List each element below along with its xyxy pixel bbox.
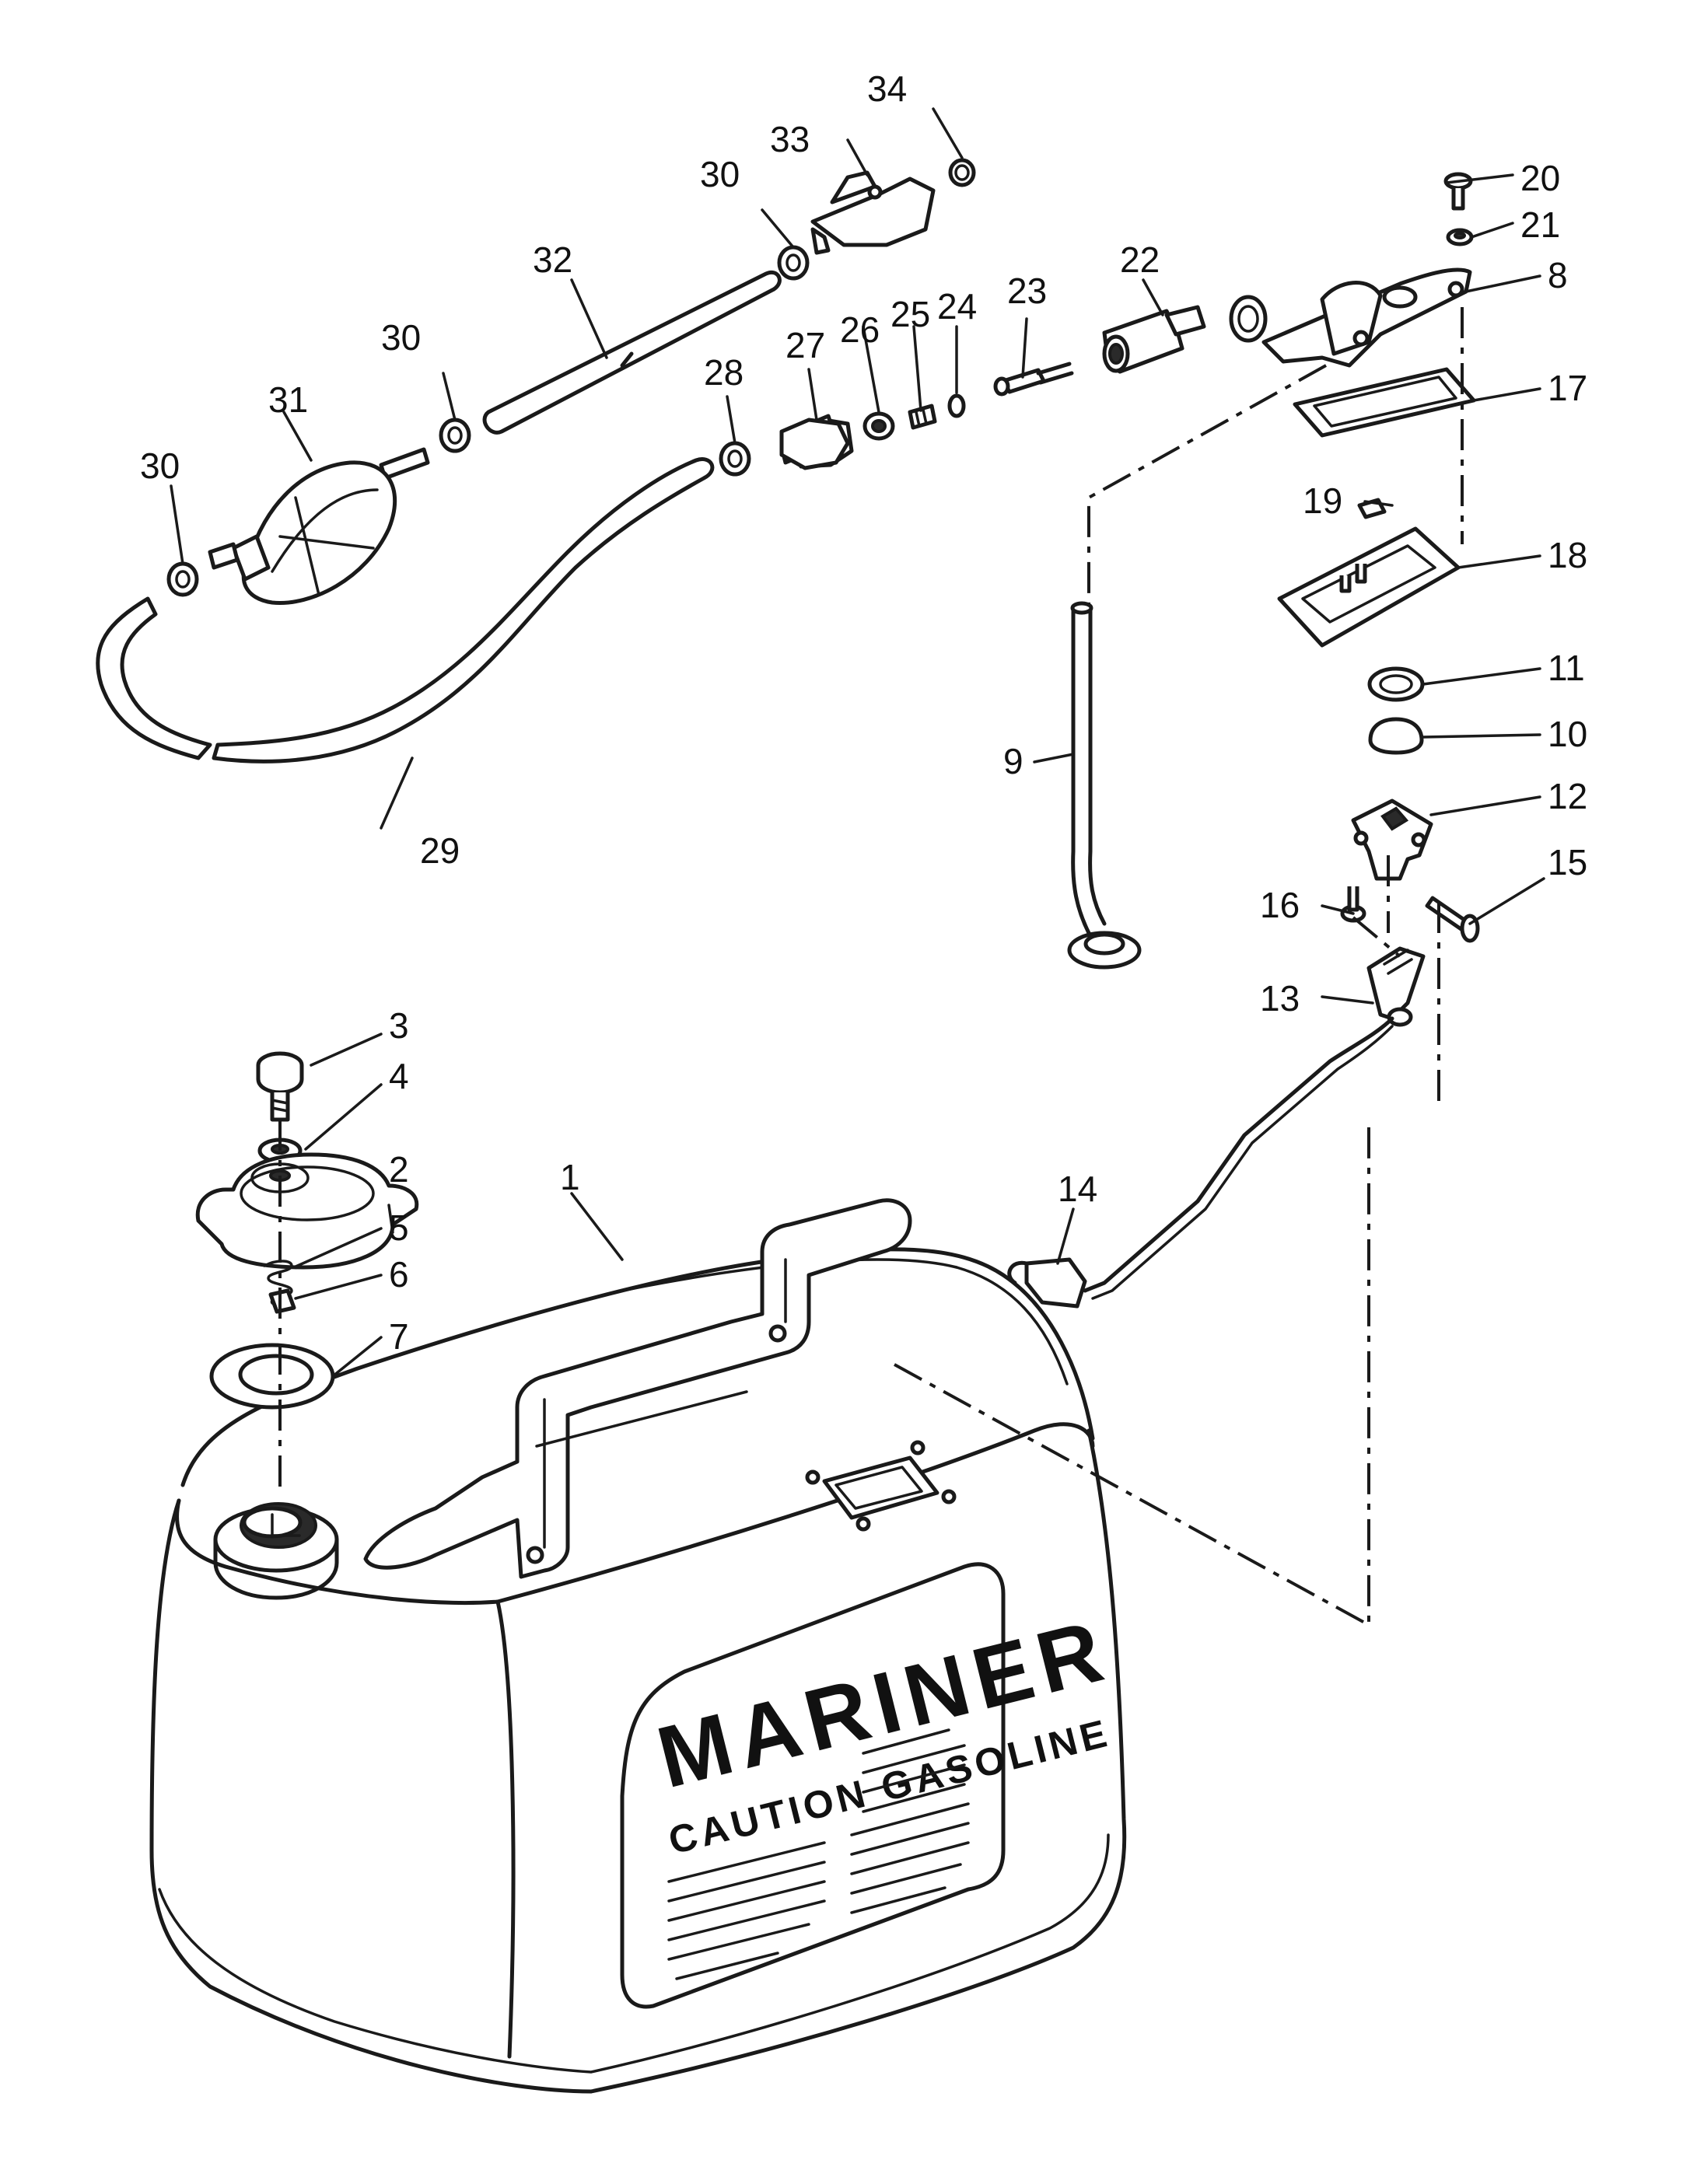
callout-23: 23 bbox=[1007, 271, 1047, 311]
callout-26: 26 bbox=[840, 309, 880, 350]
callout-numbers: 1 2 3 4 5 6 7 8 9 10 11 12 13 14 15 16 1… bbox=[140, 68, 1587, 1357]
assembly-guide-lines bbox=[278, 307, 1464, 1628]
callout-30c: 30 bbox=[140, 446, 180, 486]
float-arm-rod bbox=[1083, 1016, 1394, 1300]
callout-34: 34 bbox=[867, 68, 907, 109]
gauge-pin bbox=[1425, 896, 1480, 943]
tank-gauge-opening bbox=[805, 1440, 957, 1532]
hose-clamp-30c bbox=[166, 561, 199, 597]
callout-31: 31 bbox=[268, 379, 308, 420]
tank-carry-handle bbox=[363, 1198, 912, 1579]
callout-6: 6 bbox=[389, 1254, 409, 1295]
callout-13: 13 bbox=[1260, 978, 1300, 1019]
callout-9: 9 bbox=[1003, 741, 1023, 781]
callout-10: 10 bbox=[1548, 714, 1587, 754]
engine-connector bbox=[810, 170, 936, 255]
callout-30b: 30 bbox=[700, 154, 740, 194]
filler-cap-valve bbox=[268, 1288, 296, 1314]
callout-29: 29 bbox=[420, 830, 460, 871]
gauge-small-screw bbox=[1340, 886, 1366, 923]
gauge-body bbox=[1351, 798, 1433, 881]
callout-32: 32 bbox=[533, 239, 572, 280]
primer-bulb bbox=[208, 447, 430, 605]
callout-3: 3 bbox=[389, 1005, 409, 1046]
hose-clamp-28 bbox=[719, 441, 751, 477]
gauge-window bbox=[1367, 666, 1425, 702]
pickup-tube bbox=[1067, 601, 1142, 970]
filler-cap-screw bbox=[256, 1051, 304, 1122]
callout-21: 21 bbox=[1520, 204, 1560, 245]
gauge-frame bbox=[1277, 526, 1461, 648]
fuel-connector-pin bbox=[993, 362, 1074, 397]
fuel-hose-long bbox=[96, 457, 715, 764]
quick-connect-fitting bbox=[1102, 305, 1206, 374]
check-valve-seal bbox=[862, 411, 895, 441]
callout-4: 4 bbox=[389, 1056, 409, 1096]
hose-clamp-30a bbox=[439, 418, 471, 453]
callout-25: 25 bbox=[890, 294, 930, 334]
pickup-gasket bbox=[1293, 367, 1476, 438]
callout-18: 18 bbox=[1548, 535, 1587, 575]
callout-30a: 30 bbox=[381, 317, 421, 358]
float-arm-indicator bbox=[1366, 946, 1426, 1027]
callout-16: 16 bbox=[1260, 885, 1300, 925]
filler-cap-gasket bbox=[209, 1343, 335, 1410]
callout-12: 12 bbox=[1548, 776, 1587, 816]
fuel-hose-upper bbox=[482, 270, 782, 435]
callout-8: 8 bbox=[1548, 255, 1568, 295]
callout-17: 17 bbox=[1548, 368, 1587, 408]
o-ring-small bbox=[947, 393, 966, 418]
callout-2: 2 bbox=[389, 1149, 409, 1190]
callout-7: 7 bbox=[389, 1316, 409, 1357]
callout-20: 20 bbox=[1520, 158, 1560, 198]
gauge-lens bbox=[1368, 717, 1424, 755]
filler-cap bbox=[195, 1152, 419, 1270]
callout-19: 19 bbox=[1303, 480, 1342, 521]
fuel-float bbox=[1007, 1257, 1087, 1309]
callout-24: 24 bbox=[937, 286, 977, 327]
connector-o-ring bbox=[948, 158, 976, 187]
fuel-pickup-housing bbox=[1229, 267, 1472, 368]
callout-27: 27 bbox=[786, 325, 825, 365]
callout-28: 28 bbox=[704, 352, 744, 393]
pickup-washer bbox=[1446, 228, 1474, 246]
callout-5: 5 bbox=[389, 1207, 409, 1248]
callout-14: 14 bbox=[1058, 1169, 1097, 1209]
callout-22: 22 bbox=[1120, 239, 1160, 280]
callout-leaders bbox=[170, 107, 1545, 1378]
hose-clamp-30b bbox=[777, 245, 810, 281]
callout-15: 15 bbox=[1548, 842, 1587, 882]
check-valve-spring bbox=[908, 404, 937, 430]
callout-1: 1 bbox=[560, 1157, 580, 1197]
tank-filler-neck bbox=[213, 1502, 339, 1600]
callout-11: 11 bbox=[1548, 648, 1585, 688]
hose-adapter-27 bbox=[779, 418, 850, 470]
tank-label-fine-print bbox=[667, 1728, 970, 1980]
tank-label-panel: MARINER CAUTION GASOLINE bbox=[620, 1562, 1119, 2009]
callout-33: 33 bbox=[770, 119, 810, 159]
